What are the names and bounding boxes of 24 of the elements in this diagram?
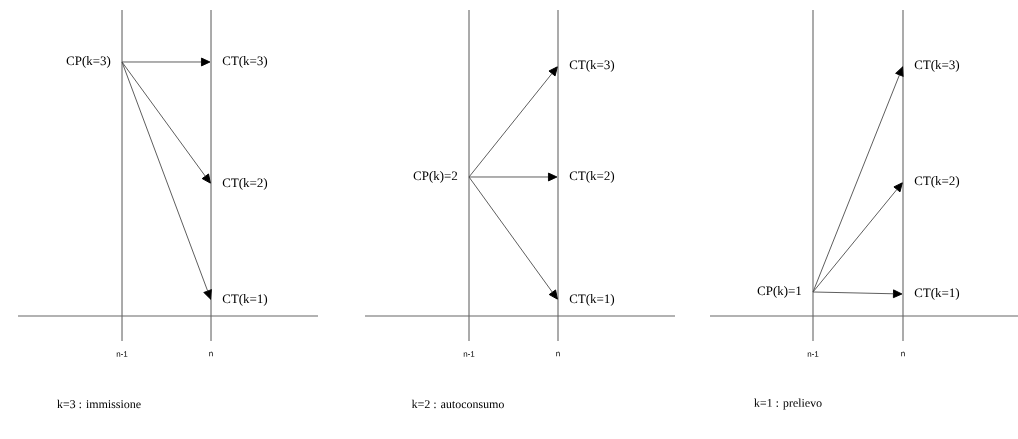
point-label: CP(k)=1: [757, 286, 802, 298]
point-label: CT(k=2): [569, 171, 615, 183]
arrow: [812, 66, 904, 293]
point-label: CT(k=3): [569, 60, 615, 72]
arrow: [121, 61, 211, 184]
point-label: CT(k=3): [914, 60, 960, 72]
arrow: [121, 57, 211, 67]
point-label: CP(k=3): [66, 56, 111, 68]
panel-caption: k=1 : prelievo: [754, 398, 822, 410]
arrow: [121, 61, 212, 300]
point-label: CT(k=1): [914, 288, 960, 300]
arrow: [812, 289, 903, 299]
point-label: CT(k=2): [222, 178, 268, 190]
point-label: CP(k)=2: [413, 171, 458, 183]
arrow: [812, 182, 903, 293]
arrow: [468, 66, 558, 178]
point-label: CT(k=2): [914, 176, 960, 188]
point-label: CT(k=1): [222, 294, 268, 306]
panel-caption: k=3 : immissione: [57, 399, 141, 409]
arrow: [468, 176, 558, 300]
point-label: CT(k=1): [569, 294, 615, 306]
panel-caption: k=2 : autoconsumo: [411, 399, 504, 409]
point-label: CT(k=3): [222, 56, 268, 68]
arrow: [468, 172, 558, 182]
